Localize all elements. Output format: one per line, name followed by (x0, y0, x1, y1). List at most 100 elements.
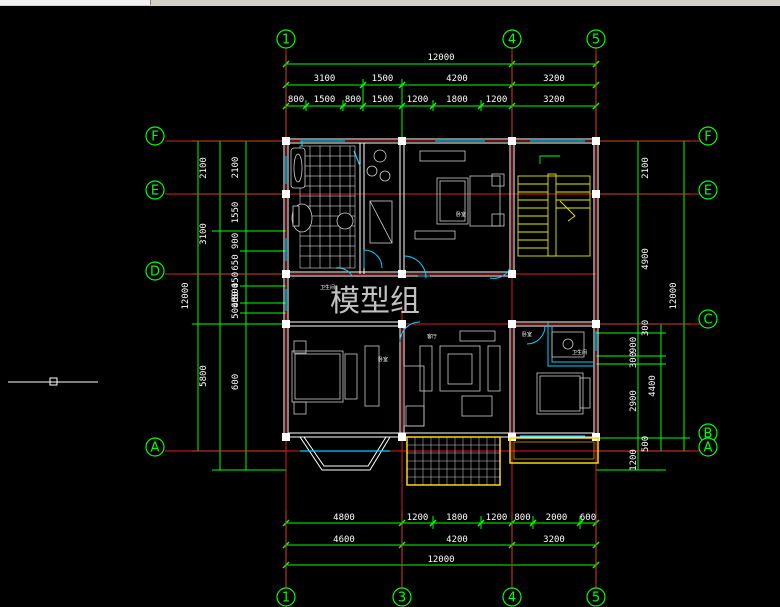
dim-bottom-row1-4: 800 (514, 513, 530, 523)
bathroom-fixtures (290, 147, 393, 244)
dim-right-inner-7: 1200 (629, 449, 639, 471)
room-label-5: 卧室 (522, 331, 532, 338)
dim-right-inner-5: 2900 (629, 390, 639, 412)
balcony (406, 436, 599, 486)
axis-lines (165, 46, 700, 596)
dim-top-row1-2: 4200 (446, 74, 468, 84)
dim-right-inner-3: 900 (629, 337, 639, 353)
axis-bubble-bottom-3-label: 5 (592, 591, 600, 606)
axis-bubble-top-1: 4 (502, 29, 522, 49)
dim-left-inner-1: 1550 (231, 202, 241, 224)
axis-bubble-right-4: A (698, 437, 718, 457)
axis-bubble-bottom-0: 1 (276, 587, 296, 607)
dim-bottom-row1-2: 1800 (446, 513, 468, 523)
drawing-tab[interactable] (0, 0, 151, 5)
axis-bubble-left-3-label: A (151, 441, 160, 456)
dim-left-inner-3: 650 (231, 254, 241, 270)
axis-bubble-top-2-label: 5 (592, 33, 600, 48)
axis-bubble-top-0-label: 1 (282, 33, 290, 48)
dim-bottom-row1-5: 2000 (546, 513, 568, 523)
dim-left-inner-7: 5000 (231, 297, 241, 319)
axis-bubble-right-4-label: A (704, 441, 713, 456)
axis-bubble-bottom-1: 3 (392, 587, 412, 607)
watermark: 模型组 (330, 284, 420, 319)
dim-right-inner-0: 2100 (641, 157, 651, 179)
dim-right-outer-0: 12000 (669, 282, 679, 309)
dim-bottom-row1-6: 600 (580, 513, 596, 523)
dim-top-row1-1: 1500 (372, 74, 394, 84)
room-label-4: 客厅 (427, 333, 437, 340)
dim-left-inner-6: 450 (231, 291, 241, 307)
dim-right-inner-4: 300 (629, 352, 639, 368)
dim-left-inner-4: 450 (231, 272, 241, 288)
axis-bubble-bottom-3: 5 (586, 587, 606, 607)
columns (282, 137, 600, 441)
dim-top-row2-3: 1500 (372, 95, 394, 105)
axis-bubble-bottom-2: 4 (502, 587, 522, 607)
dim-right-inner-6: 500 (641, 436, 651, 452)
dim-left-outer-3: 5800 (199, 365, 209, 387)
axis-bubble-left-0-label: F (151, 130, 158, 145)
dim-top-row2-4: 1200 (407, 95, 429, 105)
axis-bubble-bottom-2-label: 4 (508, 591, 516, 606)
room-label-2: 卫生间 (572, 349, 587, 356)
dim-bottom-row2-1: 4200 (446, 535, 468, 545)
dim-top-row1-3: 3200 (543, 74, 565, 84)
dim-left-outer-0: 2100 (199, 157, 209, 179)
axis-bubble-right-2-label: C (703, 313, 712, 328)
axis-bubble-left-1: E (145, 180, 165, 200)
axis-bubble-right-1: E (698, 180, 718, 200)
dim-right-inner-1: 4900 (641, 248, 651, 270)
windows (285, 140, 597, 452)
axis-bubble-right-3-label: B (704, 427, 713, 442)
room-label-3: 卧室 (456, 211, 466, 218)
dim-right-mid-0: 4400 (648, 375, 658, 397)
axis-bubble-top-0: 1 (276, 29, 296, 49)
dim-top-row2-5: 1800 (446, 95, 468, 105)
ucs-cursor (8, 377, 98, 386)
bathroom-tiles (299, 145, 356, 269)
room-label-0: 卫生间 (320, 284, 335, 291)
axis-bubble-right-0: F (698, 126, 718, 146)
axis-bubble-bottom-1-label: 3 (398, 591, 406, 606)
dim-left-outer-1: 3100 (199, 223, 209, 245)
staircase (517, 155, 591, 257)
dim-right-inner-2: 300 (641, 320, 651, 336)
dim-left-inner-8: 600 (231, 374, 241, 390)
dim-bottom-total: 12000 (427, 555, 454, 565)
dim-top-row2-6: 1200 (486, 95, 508, 105)
axis-bubble-top-1-label: 4 (508, 33, 516, 48)
axis-bubble-left-2: D (145, 261, 165, 281)
dim-top-row1-0: 3100 (314, 74, 336, 84)
dim-left-outer-2: 12000 (181, 282, 191, 309)
dim-bottom-row2-2: 3200 (543, 535, 565, 545)
room-labels: 卫生间卧室卫生间卧室客厅卧室 (320, 211, 587, 363)
dim-left-inner-5: 800 (231, 283, 241, 299)
dim-top-row2-0: 800 (288, 95, 304, 105)
dim-top-row2-7: 3200 (543, 95, 565, 105)
axis-bubble-left-0: F (145, 126, 165, 146)
dim-left-inner-0: 2100 (231, 157, 241, 179)
dim-left-inner-2: 900 (231, 233, 241, 249)
room-label-1: 卧室 (378, 356, 388, 363)
axis-bubble-left-1-label: E (151, 184, 159, 199)
furniture (291, 150, 591, 427)
window-top-bar (0, 0, 780, 6)
dim-bottom-row1-0: 4800 (333, 513, 355, 523)
dim-bottom-row1-1: 1200 (407, 513, 429, 523)
axis-bubble-left-3: A (145, 437, 165, 457)
axis-bubble-right-2: C (698, 309, 718, 329)
axis-bubble-right-1-label: E (704, 184, 712, 199)
axis-bubble-left-2-label: D (150, 265, 160, 280)
dimension-lines (192, 54, 690, 591)
dim-top-row2-2: 800 (345, 95, 361, 105)
axis-bubble-bottom-0-label: 1 (282, 591, 290, 606)
axis-bubble-top-2: 5 (586, 29, 606, 49)
dimension-texts: 12000 3100 1500 4200 3200 800 1500 800 1500 1200 1… (181, 53, 679, 565)
dim-top-row2-1: 1500 (314, 95, 336, 105)
dim-top-total: 12000 (427, 53, 454, 63)
dim-bottom-row2-0: 4600 (333, 535, 355, 545)
axis-bubble-right-0-label: F (704, 130, 711, 145)
